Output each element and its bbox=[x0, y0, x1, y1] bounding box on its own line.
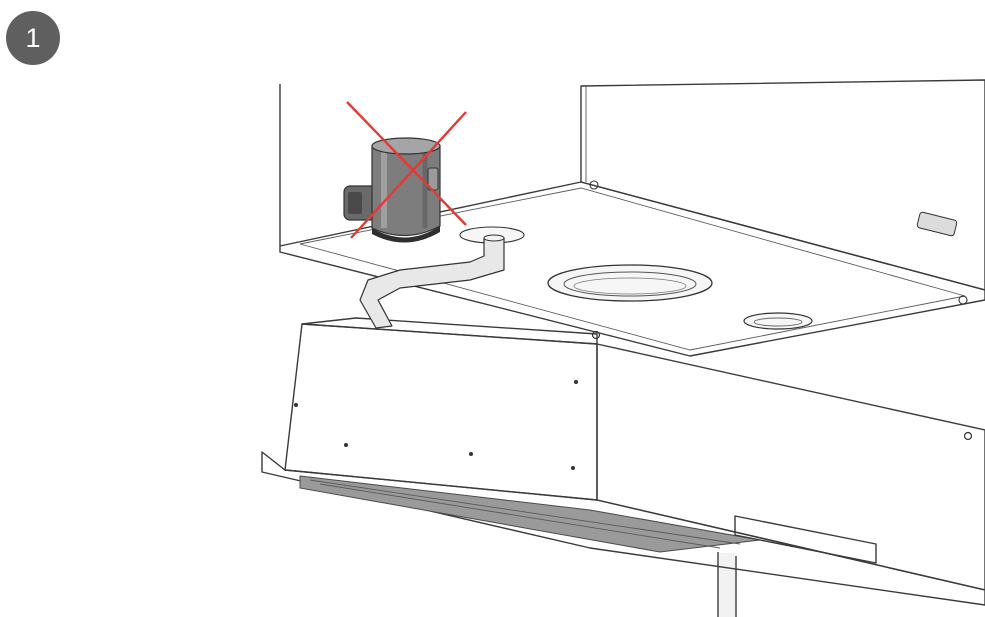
step-number-badge: 1 bbox=[6, 11, 60, 65]
prohibited-cross-icon bbox=[346, 101, 467, 239]
drain-pipe bbox=[359, 234, 505, 329]
fan-motor-icon bbox=[343, 137, 441, 243]
step-number: 1 bbox=[25, 22, 41, 53]
lower-hood-body bbox=[261, 317, 985, 606]
upper-housing bbox=[279, 79, 985, 357]
mounting-pole bbox=[717, 552, 737, 617]
